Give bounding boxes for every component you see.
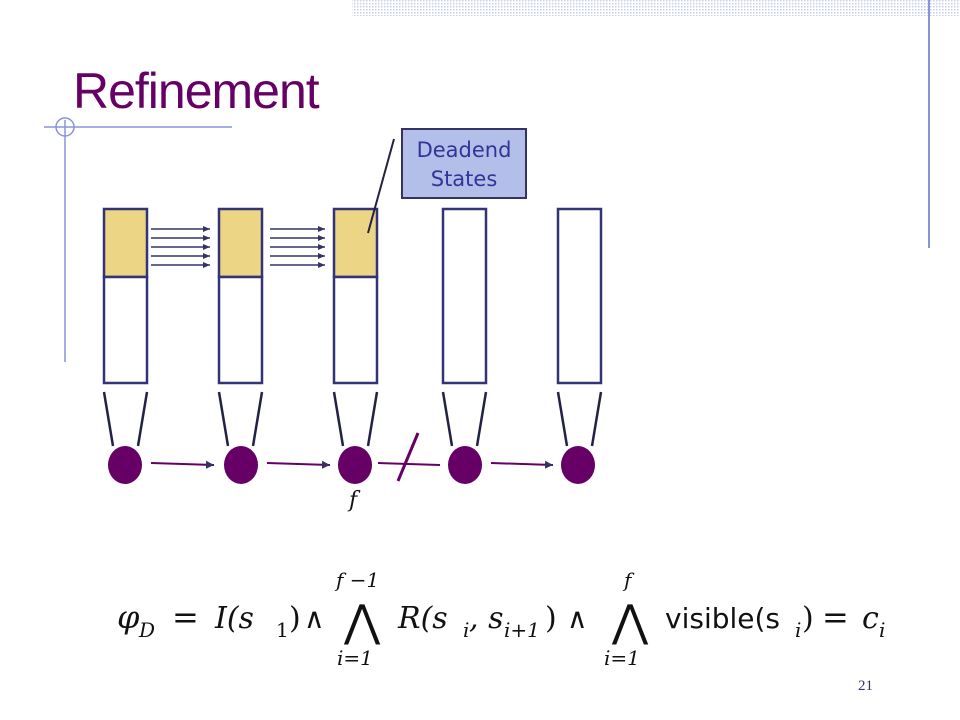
abstraction-lines	[102, 391, 603, 447]
deadend-region	[102, 207, 149, 279]
relation-subscript-i1: i+1	[504, 618, 540, 642]
formula-init: I(s 1 ) ∧	[214, 601, 325, 642]
callout-line-2: States	[430, 167, 498, 191]
phi-symbol: φ	[117, 598, 140, 636]
big-and-2: ⋀	[611, 596, 649, 647]
c-subscript: i	[879, 618, 885, 642]
page-number: 21	[858, 678, 873, 694]
big-and-1: ⋀	[343, 596, 381, 647]
relation-mid: , s	[469, 601, 503, 636]
formula-lhs: φ D =	[117, 598, 199, 642]
abstract-state-node-5	[561, 446, 595, 484]
state-box	[102, 275, 149, 385]
visible-subscript: i	[795, 618, 801, 642]
big-and-1-top: f −1	[334, 568, 379, 592]
equals-2: =	[822, 598, 849, 636]
state-column-3	[332, 207, 379, 385]
formula-big-and-1: f −1 ⋀ i=1	[334, 568, 381, 670]
formula-big-and-2: f ⋀ i=1	[604, 568, 649, 670]
big-and-1-bottom: i=1	[337, 646, 373, 670]
abstract-state-node-1	[108, 446, 142, 484]
slide-title: Refinement	[73, 63, 320, 119]
abstract-transitions	[150, 460, 554, 469]
state-column-1	[102, 207, 149, 385]
relation-predicate: R(s	[397, 601, 448, 636]
callout-pointer	[367, 138, 395, 234]
equals-1: =	[172, 598, 199, 636]
header-band	[352, 0, 960, 16]
transition-arrows-2-3	[270, 226, 325, 268]
and-symbol-1: ∧	[304, 602, 325, 635]
relation-subscript-i: i	[463, 618, 469, 642]
init-subscript: 1	[276, 618, 289, 642]
init-predicate: I(s	[214, 601, 254, 636]
state-box	[441, 207, 488, 385]
state-box	[556, 207, 603, 385]
formula-relation: R(s i , s i+1 ) ∧	[397, 601, 588, 642]
relation-close: )	[545, 601, 557, 636]
formula-visible: visible(s i ) = c i	[665, 598, 885, 642]
phi-subscript: D	[138, 618, 155, 642]
abstract-state-node-2	[224, 446, 258, 484]
big-and-2-top: f	[622, 568, 635, 592]
and-symbol-2: ∧	[567, 602, 588, 635]
abstract-state-node-3	[338, 446, 372, 484]
transition-arrows-1-2	[151, 226, 210, 268]
visible-function: visible(s	[665, 602, 780, 635]
deadend-states-callout: Deadend States	[401, 128, 527, 199]
state-box	[332, 275, 379, 385]
state-column-4	[441, 207, 488, 385]
frame-ring	[55, 117, 75, 137]
abstract-state-node-4	[448, 446, 482, 484]
state-box	[217, 275, 264, 385]
c-variable: c	[862, 601, 879, 636]
callout-line-1: Deadend	[416, 138, 512, 162]
spurious-transition-cut	[396, 432, 420, 482]
state-column-2	[217, 207, 264, 385]
big-and-2-bottom: i=1	[604, 646, 640, 670]
init-close: )	[289, 601, 301, 636]
visible-close: )	[802, 601, 814, 636]
state-column-5	[556, 207, 603, 385]
